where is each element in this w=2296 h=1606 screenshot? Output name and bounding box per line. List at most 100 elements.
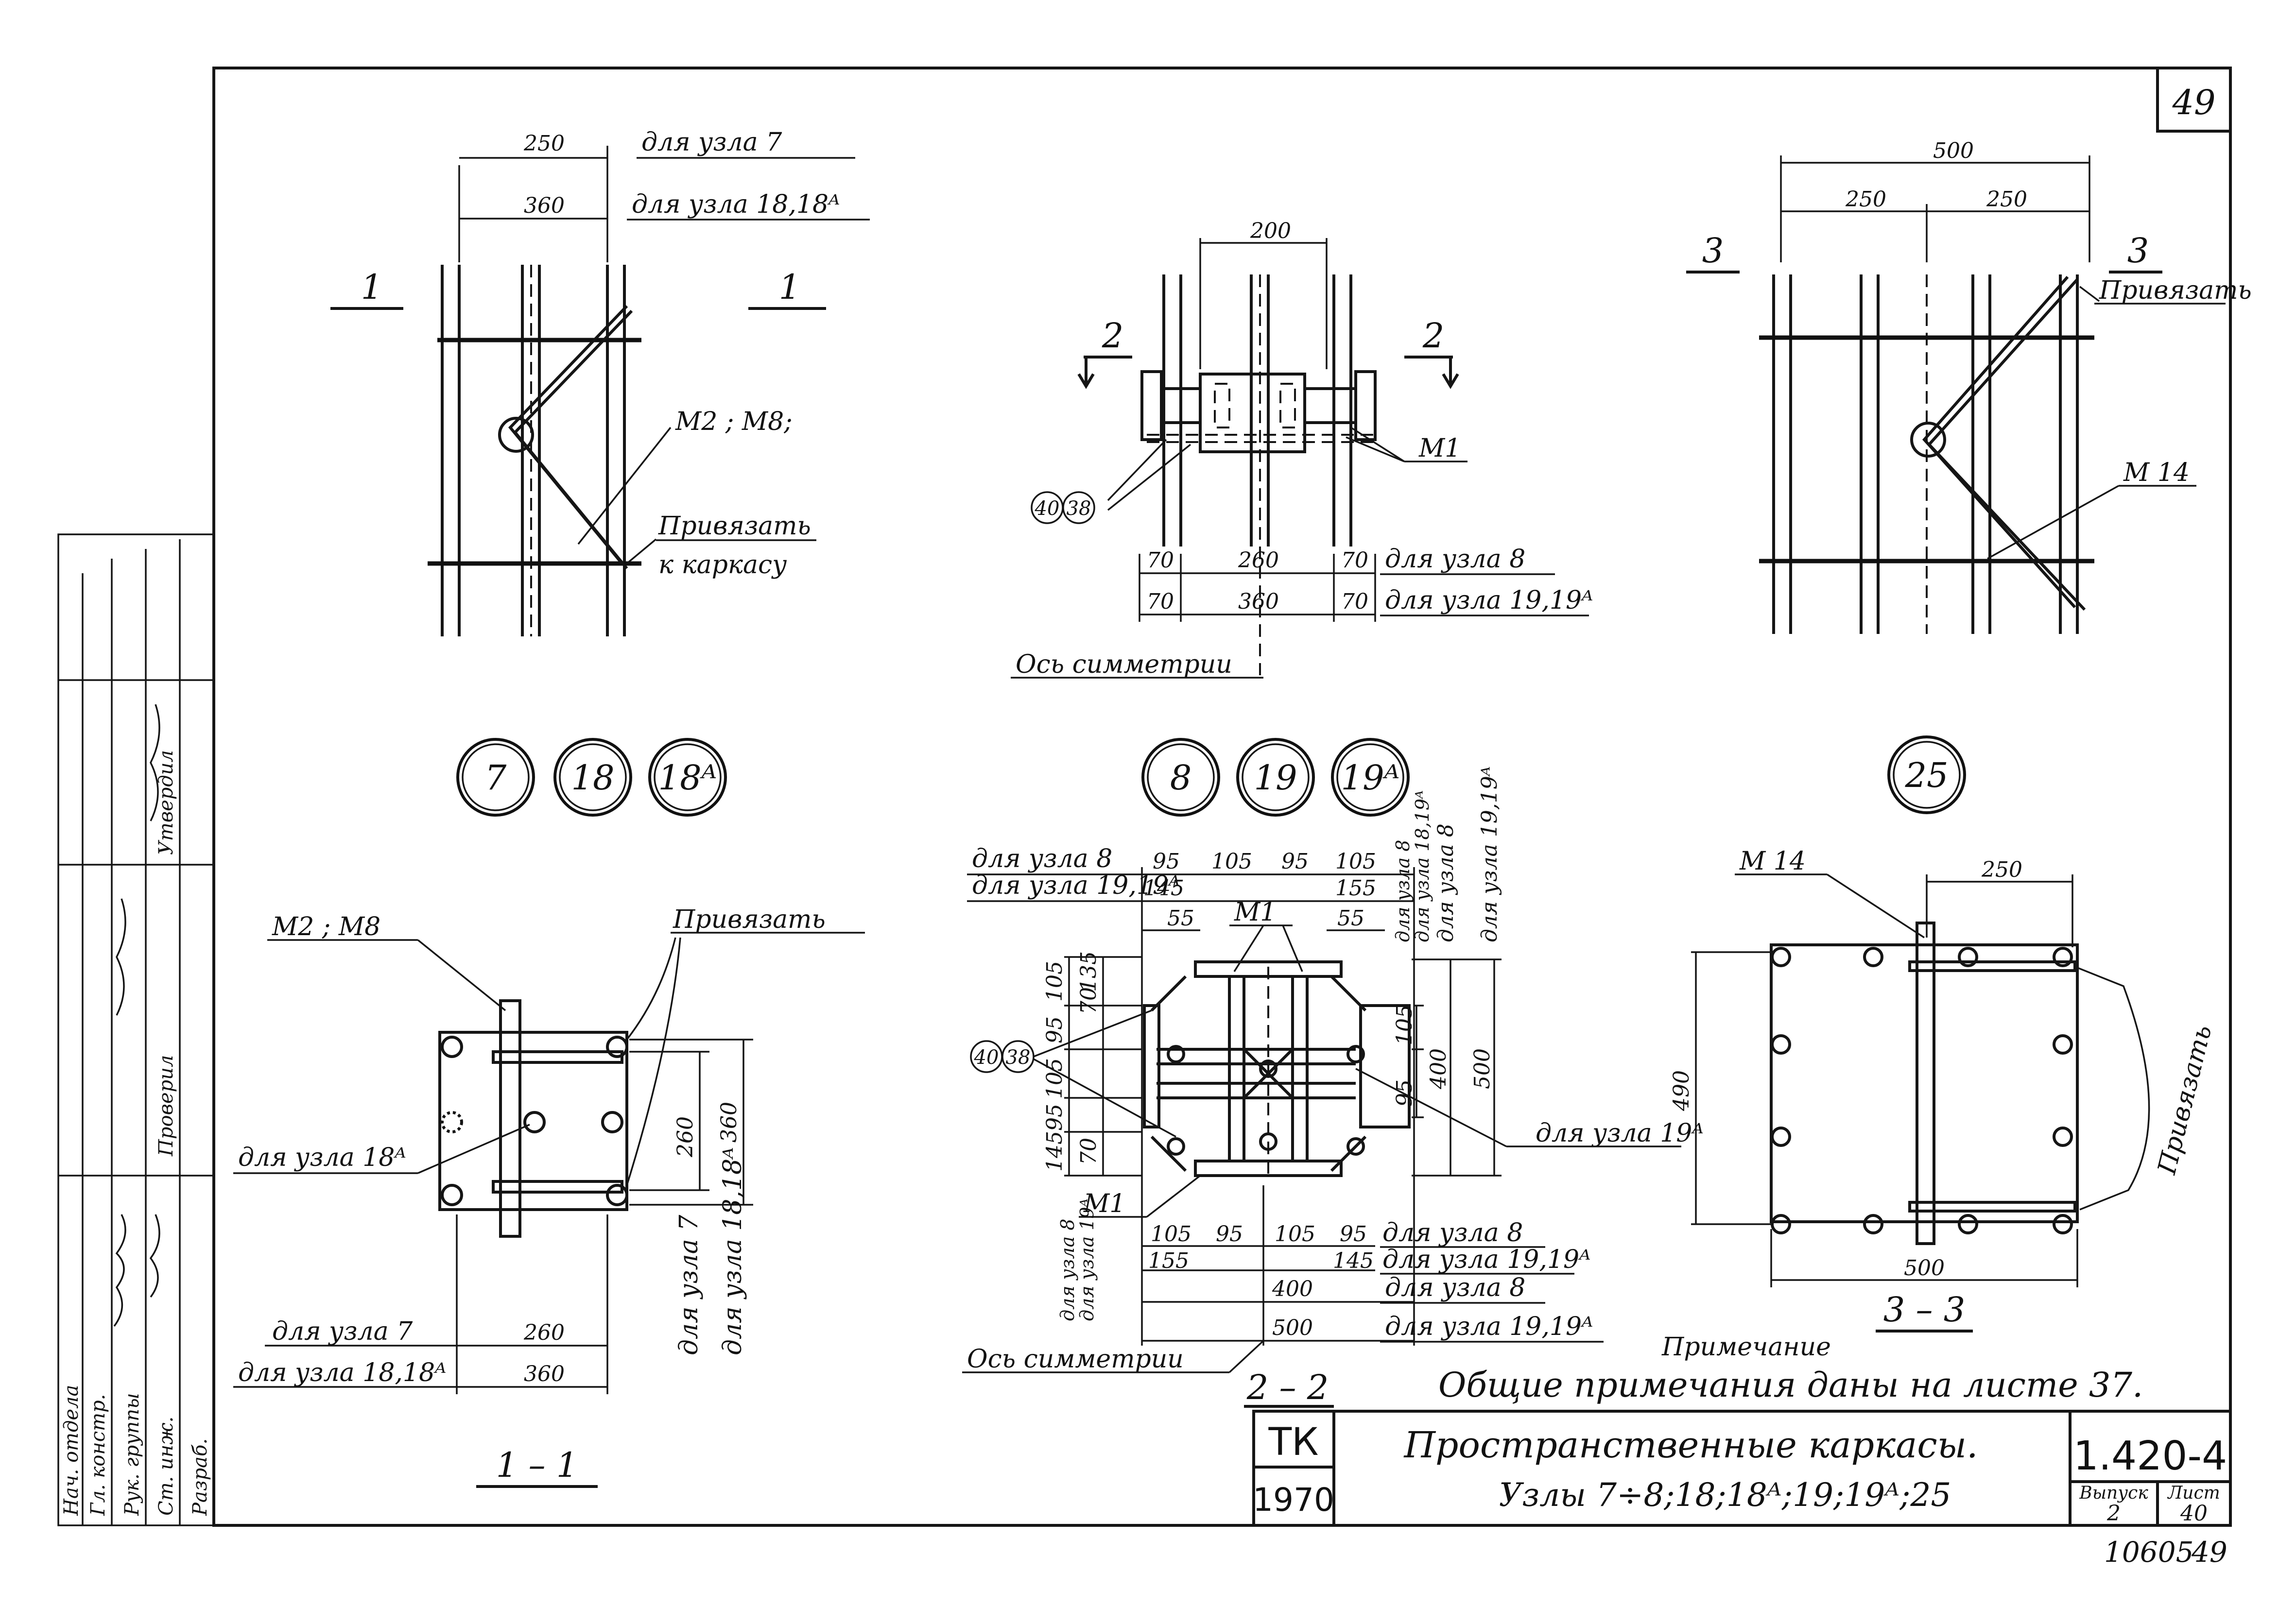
page-number: 40 xyxy=(2180,1501,2208,1526)
dim-label: 500 xyxy=(1933,138,1974,163)
node-number: 19ᴬ xyxy=(1341,758,1400,798)
dim-label: 95 xyxy=(1340,1222,1367,1247)
dim-label: 105 xyxy=(1042,961,1067,1002)
dim-note: для узла 7 xyxy=(674,1214,704,1355)
node-number: 7 xyxy=(485,758,507,798)
dim-note: для узла 8 xyxy=(1392,840,1414,942)
dim-note: для узла 8 xyxy=(1385,545,1525,574)
signature xyxy=(116,898,126,1016)
dim-label: 360 xyxy=(1238,589,1279,614)
dim-note: для узла 19,19ᴬ xyxy=(1385,1312,1593,1341)
dim-label: 360 xyxy=(717,1102,742,1143)
dim-label: 400 xyxy=(1272,1277,1313,1301)
axis-label: Ось симметрии xyxy=(967,1345,1184,1374)
mark-label: М1 xyxy=(1083,1189,1125,1218)
side-stamp-role: Гл. констр. xyxy=(87,1394,109,1516)
general-note: Примечание Общие примечания даны на лист… xyxy=(1438,1333,2143,1405)
mark-label: М 14 xyxy=(2123,458,2190,487)
dim-note: для узла 19,19ᴬ xyxy=(1477,766,1502,942)
dim-label: 250 xyxy=(523,131,565,156)
callout-number: 40 xyxy=(1035,497,1060,520)
dim-label: 105 xyxy=(1335,849,1376,874)
stamp-organization: ТК xyxy=(1268,1420,1318,1464)
dim-label: 250 xyxy=(1981,857,2022,882)
dim-note: для узла 7 xyxy=(641,128,782,157)
tie-label: к каркасу xyxy=(658,550,787,580)
cut-mark-label: 1 xyxy=(779,267,801,307)
dim-label: 145 xyxy=(1143,876,1184,901)
dim-label: 105 xyxy=(1151,1222,1191,1247)
dim-label: 500 xyxy=(1470,1048,1495,1089)
mark-label: М2 ; М8; xyxy=(675,407,793,436)
side-stamp-role: Ст. инж. xyxy=(155,1417,177,1516)
dim-label: 360 xyxy=(524,1362,565,1386)
page-label: Лист xyxy=(2167,1483,2220,1503)
tie-label: Привязать xyxy=(2152,1022,2217,1178)
signature xyxy=(150,704,160,821)
dim-label: 400 xyxy=(1426,1048,1451,1090)
dim-label: 55 xyxy=(1167,906,1194,931)
drawing-title-line2: Узлы 7÷8;18;18ᴬ;19;19ᴬ;25 xyxy=(1499,1476,1951,1514)
note-text: Общие примечания даны на листе 37. xyxy=(1438,1365,2143,1405)
tie-label: Привязать xyxy=(658,512,811,541)
section-3-3: М 14 250 490 500 xyxy=(1669,847,2218,1333)
note-label: для узла 19ᴬ xyxy=(1536,1119,1704,1148)
dim-label: 105 xyxy=(1392,1005,1417,1045)
dim-label: 70 xyxy=(1341,548,1368,573)
section-title: 3 – 3 xyxy=(1883,1290,1966,1330)
node-circles-a: 7 18 18ᴬ xyxy=(456,738,727,817)
dim-note: для узла 18,18ᴬ xyxy=(718,1147,747,1355)
side-stamp: Нач. отдела Гл. констр. Рук. группы Ст. … xyxy=(57,533,215,1526)
side-stamp-role: Проверил xyxy=(155,1055,177,1157)
cut-mark-label: 1 xyxy=(361,267,383,307)
series-number: 1.420-4 xyxy=(2073,1433,2227,1479)
node-number: 18 xyxy=(571,758,614,798)
dim-note: для узла 8 xyxy=(1385,1273,1525,1302)
dim-note: для узла 8 xyxy=(972,844,1112,873)
dim-note: для узла 8 xyxy=(1433,823,1458,942)
title-block: ТК 1970 Пространственные каркасы. Узлы 7… xyxy=(1252,1410,2232,1527)
dim-label: 70 xyxy=(1147,589,1174,614)
side-stamp-role: Рук. группы xyxy=(121,1393,143,1516)
dim-note: для узла 18,19ᴬ xyxy=(1412,790,1433,942)
view-1-elevation: 250 для узла 7 360 для узла 18,18ᴬ 1 1 М… xyxy=(330,128,870,636)
dim-label: 95 xyxy=(1281,849,1309,874)
section-title: 2 – 2 xyxy=(1246,1367,1329,1407)
dim-note: для узла 8 xyxy=(1057,1219,1078,1321)
section-1-1: М2 ; М8 Привязать для узла 18ᴬ 260 xyxy=(233,905,865,1488)
section-2-2: для узла 8 для узла 19,19ᴬ 95 105 95 105… xyxy=(962,766,1704,1408)
mark-label: М1 xyxy=(1234,898,1276,927)
dim-label: 95 xyxy=(1216,1222,1243,1247)
dim-label: 105 xyxy=(1211,849,1252,874)
archive-code: 10605 xyxy=(2104,1536,2194,1569)
axis-label: Ось симметрии xyxy=(1016,650,1232,679)
dim-label: 155 xyxy=(1148,1248,1189,1273)
dim-label: 250 xyxy=(1845,187,1886,212)
callout-number: 40 xyxy=(974,1046,999,1069)
dim-label: 95 xyxy=(1153,849,1180,874)
mark-label: М2 ; М8 xyxy=(272,912,380,941)
dim-note: для узла 18,18ᴬ xyxy=(238,1358,447,1387)
mark-label: М 14 xyxy=(1739,847,1806,876)
dim-label: 105 xyxy=(1275,1222,1315,1247)
dim-label: 105 xyxy=(1042,1058,1067,1099)
dim-label: 145 xyxy=(1042,1131,1067,1172)
dim-note: для узла 19ᴬ xyxy=(1076,1198,1098,1321)
archive-sheet: 49 xyxy=(2191,1536,2227,1569)
issue-number: 2 xyxy=(2106,1501,2121,1526)
side-stamp-role: Нач. отдела xyxy=(60,1385,83,1516)
callout-number: 38 xyxy=(1006,1046,1031,1069)
dim-label: 500 xyxy=(1272,1316,1313,1340)
dim-label: 70 xyxy=(1076,987,1101,1014)
section-title: 1 – 1 xyxy=(496,1445,578,1485)
dim-note: для узла 19,19ᴬ xyxy=(1385,586,1593,615)
drawing-title-line1: Пространственные каркасы. xyxy=(1403,1424,1978,1466)
node-number: 25 xyxy=(1904,755,1948,795)
mark-label: М1 xyxy=(1418,434,1461,463)
dim-label: 55 xyxy=(1337,906,1364,931)
side-stamp-roles: Нач. отдела Гл. констр. Рук. группы Ст. … xyxy=(60,750,211,1516)
issue-label: Выпуск xyxy=(2079,1483,2148,1503)
cut-mark-label: 2 xyxy=(1422,316,1445,356)
dim-label: 260 xyxy=(523,1320,565,1345)
